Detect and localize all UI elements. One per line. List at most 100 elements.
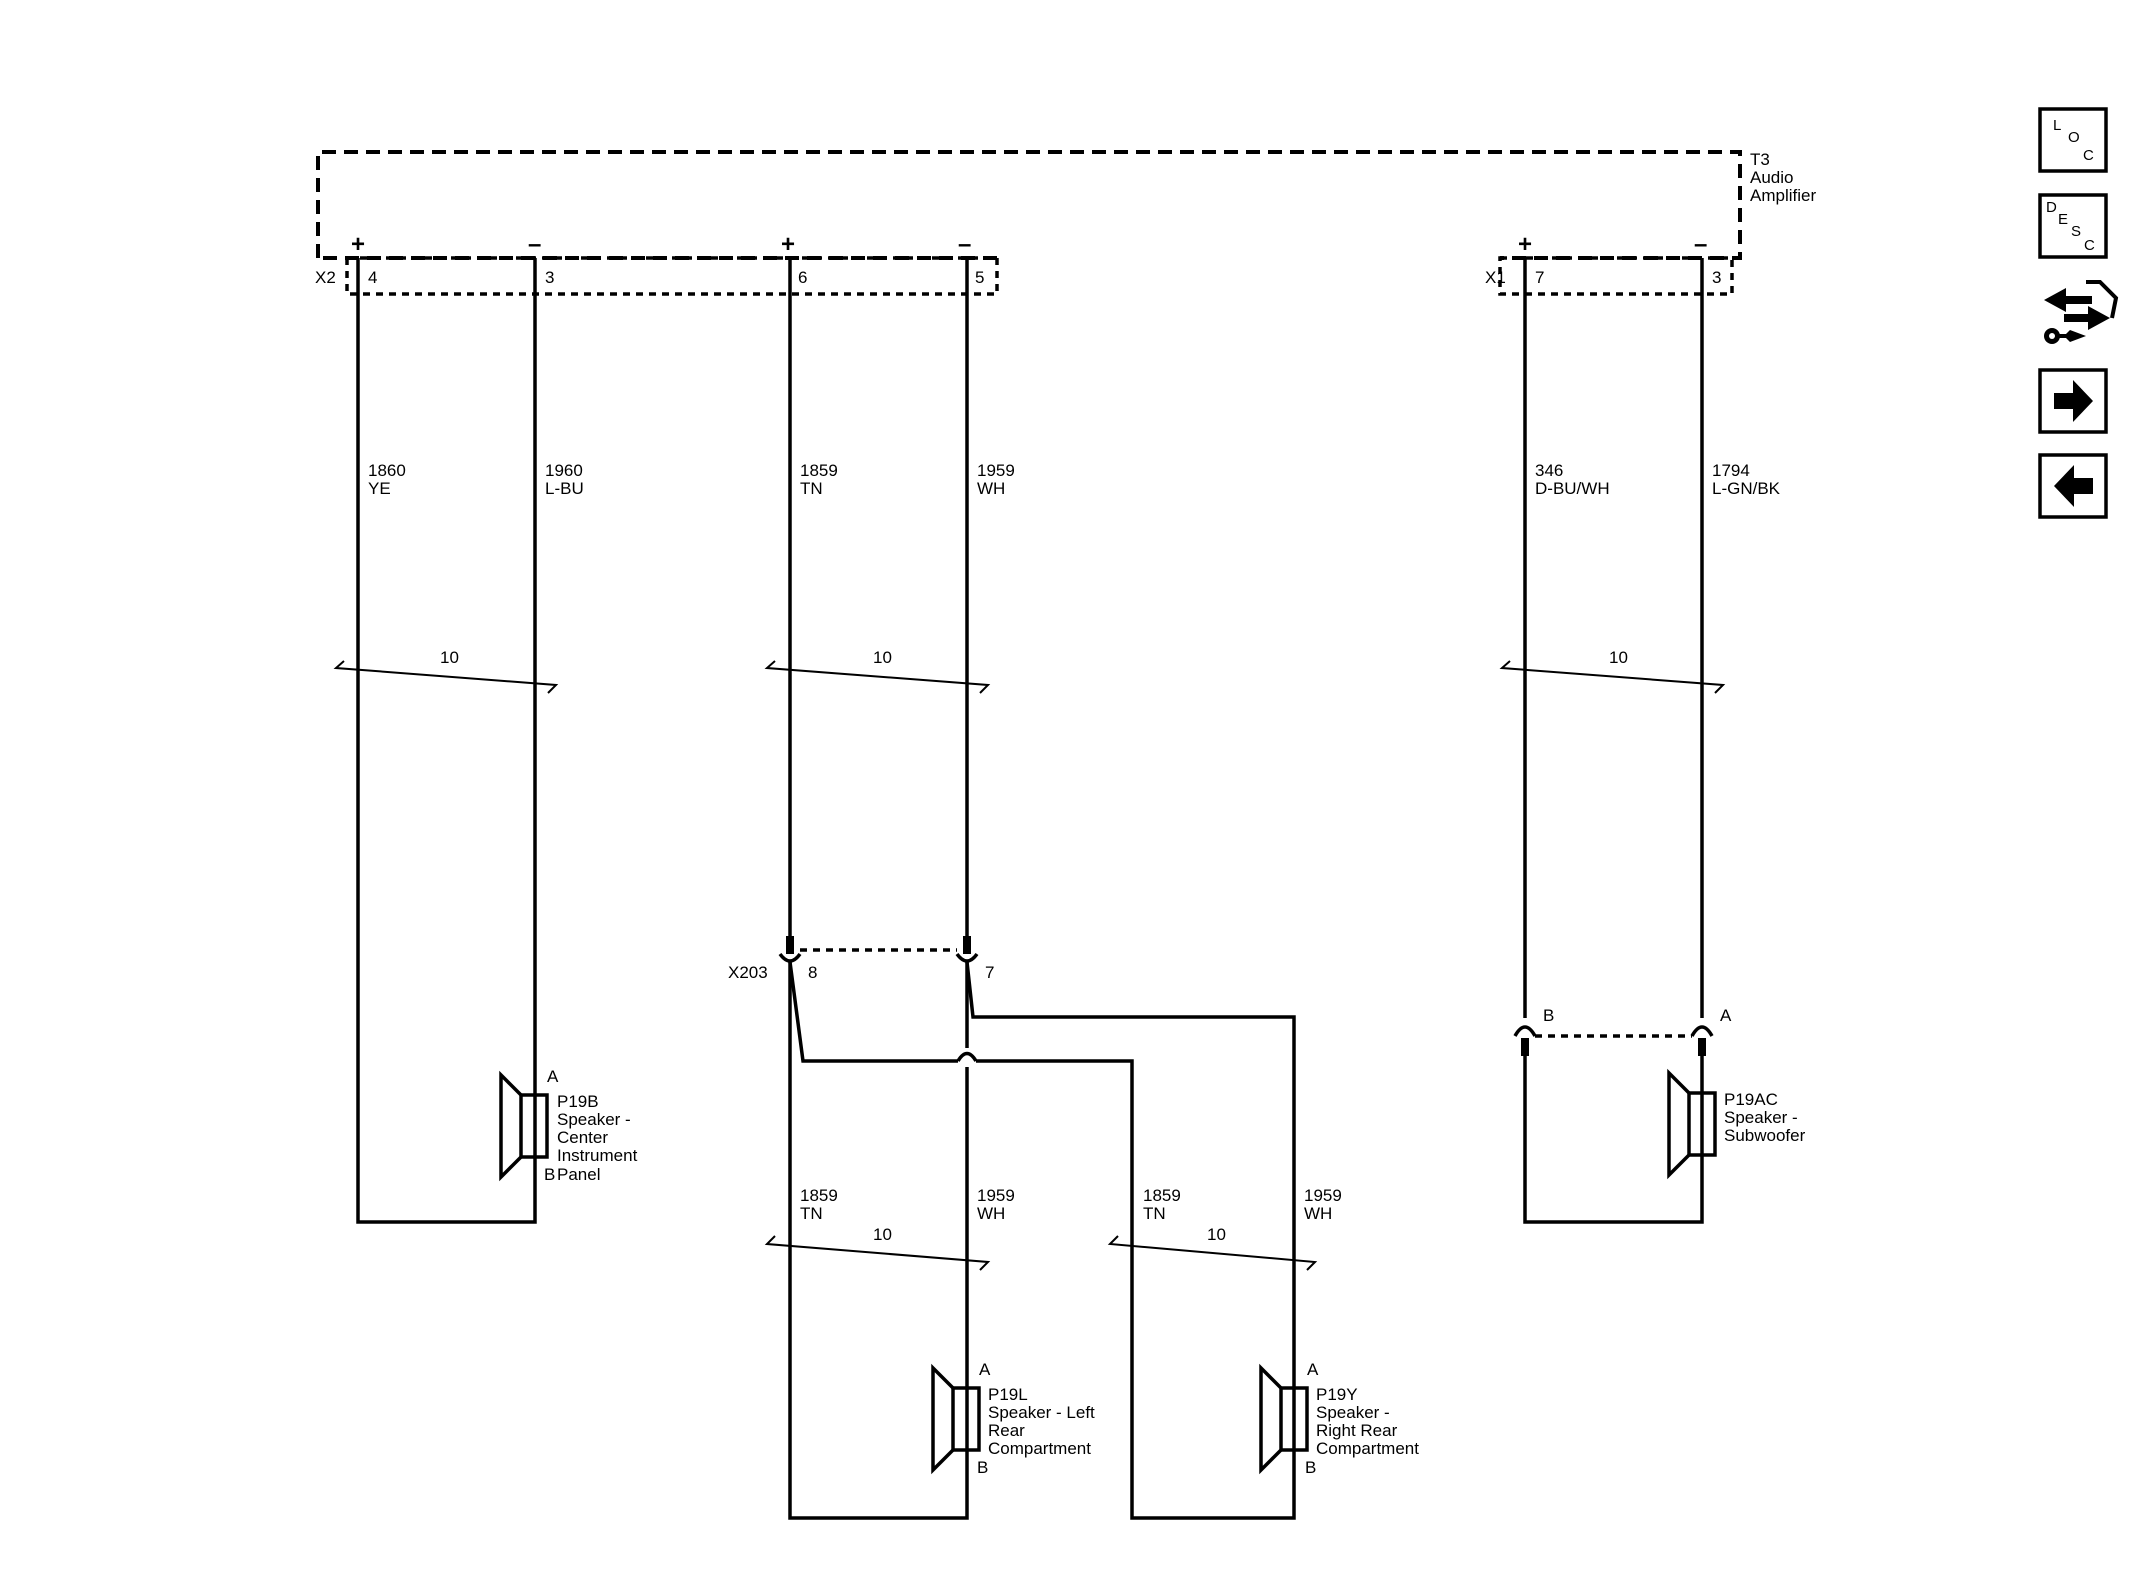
audio-amplifier-module: T3 Audio Amplifier X2 X1 bbox=[315, 150, 1816, 296]
polarity-minus-pin3: – bbox=[528, 231, 541, 258]
pin-7: 7 bbox=[1535, 268, 1544, 287]
wire-1794-circuit: 1794 bbox=[1712, 461, 1750, 480]
wire-loop-right-rear bbox=[788, 961, 1296, 1520]
connector-x203-pin8: 8 bbox=[808, 963, 817, 982]
twist-label: 10 bbox=[1207, 1225, 1226, 1244]
twisted-pair-marker bbox=[764, 1235, 991, 1271]
wire-1960-circuit: 1960 bbox=[545, 461, 583, 480]
twist-label: 10 bbox=[873, 1225, 892, 1244]
speaker-left-rear-desc2: Rear bbox=[988, 1421, 1025, 1440]
speaker-center-ref: P19B bbox=[557, 1092, 599, 1111]
next-page-button[interactable] bbox=[2038, 368, 2108, 434]
loc-letter-c: C bbox=[2083, 147, 2094, 164]
desc-letter-d: D bbox=[2046, 199, 2057, 216]
rear-speakers-circuit: 1859 TN 1959 WH 10 X203 8 7 1859 TN 1959… bbox=[728, 258, 1419, 1520]
loc-button[interactable]: L O C bbox=[2038, 107, 2108, 173]
arrow-left-icon bbox=[2054, 465, 2093, 507]
connector-x1-label: X1 bbox=[1485, 268, 1506, 287]
arrow-right-icon bbox=[2054, 380, 2093, 422]
module-name-line2: Amplifier bbox=[1750, 186, 1816, 205]
speaker-center-pin-b: B bbox=[544, 1165, 555, 1184]
wire-1859-circuit: 1859 bbox=[800, 461, 838, 480]
wire-1960-color: L-BU bbox=[545, 479, 584, 498]
wire-1859-right-circuit: 1859 bbox=[1143, 1186, 1181, 1205]
loc-icon: L O C bbox=[2053, 117, 2094, 164]
speaker-center-desc4: Panel bbox=[557, 1165, 600, 1184]
polarity-plus-pin6: + bbox=[781, 231, 795, 258]
wire-346-circuit: 346 bbox=[1535, 461, 1563, 480]
speaker-left-rear-pin-a: A bbox=[979, 1360, 991, 1379]
subwoofer-circuit: 346 D-BU/WH 1794 L-GN/BK 10 B A P19AC Sp… bbox=[1499, 258, 1806, 1224]
speaker-left-rear-pin-b: B bbox=[977, 1458, 988, 1477]
connector-subwoofer bbox=[1513, 1025, 1714, 1056]
speaker-right-rear-desc1: Speaker - bbox=[1316, 1403, 1390, 1422]
speaker-right-rear-pin-a: A bbox=[1307, 1360, 1319, 1379]
connector-x2-outline bbox=[345, 256, 999, 296]
pin-6: 6 bbox=[798, 268, 807, 287]
connector-subwoofer-pin-a: A bbox=[1720, 1006, 1732, 1025]
connector-subwoofer-pin-b: B bbox=[1543, 1006, 1554, 1025]
wire-1859-right-color: TN bbox=[1143, 1204, 1166, 1223]
polarity-plus-pin7: + bbox=[1518, 231, 1532, 258]
module-ref: T3 bbox=[1750, 150, 1770, 169]
speaker-left-rear-icon bbox=[931, 1363, 981, 1475]
twisted-pair-marker bbox=[333, 660, 559, 694]
wire-crossover bbox=[956, 1051, 978, 1062]
wire-1959-left-color: WH bbox=[977, 1204, 1005, 1223]
desc-icon: D E S C bbox=[2046, 199, 2095, 254]
speaker-center-pin-a: A bbox=[547, 1067, 559, 1086]
connector-repair-button[interactable] bbox=[2044, 280, 2119, 344]
speaker-right-rear-desc2: Right Rear bbox=[1316, 1421, 1398, 1440]
desc-letter-c: C bbox=[2084, 237, 2095, 254]
wire-1859-color: TN bbox=[800, 479, 823, 498]
wire-1859-left-circuit: 1859 bbox=[800, 1186, 838, 1205]
wire-1959-circuit: 1959 bbox=[977, 461, 1015, 480]
connector-x1-outline bbox=[1498, 256, 1734, 296]
wire-1860-circuit: 1860 bbox=[368, 461, 406, 480]
speaker-right-rear-pin-b: B bbox=[1305, 1458, 1316, 1477]
wire-1959-color: WH bbox=[977, 479, 1005, 498]
desc-button[interactable]: D E S C bbox=[2038, 193, 2108, 259]
connector-x203-label: X203 bbox=[728, 963, 768, 982]
wire-1860-color: YE bbox=[368, 479, 391, 498]
previous-page-button[interactable] bbox=[2038, 453, 2108, 519]
pin-5: 5 bbox=[975, 268, 984, 287]
twisted-pair-marker bbox=[1499, 660, 1726, 694]
speaker-right-rear-desc3: Compartment bbox=[1316, 1439, 1419, 1458]
desc-letter-s: S bbox=[2071, 223, 2081, 240]
module-name-line1: Audio bbox=[1750, 168, 1793, 187]
pin-3-x1: 3 bbox=[1712, 268, 1721, 287]
speaker-left-rear-ref: P19L bbox=[988, 1385, 1028, 1404]
center-speaker-circuit: 1860 YE 1960 L-BU 10 A B P19B Speaker - … bbox=[333, 258, 638, 1224]
connector-x203-pin7: 7 bbox=[985, 963, 994, 982]
wire-loop-center bbox=[356, 258, 537, 1224]
polarity-minus-pin5: – bbox=[958, 231, 971, 258]
twisted-pair-marker bbox=[1107, 1235, 1318, 1271]
loc-letter-o: O bbox=[2068, 129, 2080, 146]
pin-3: 3 bbox=[545, 268, 554, 287]
speaker-center-desc2: Center bbox=[557, 1128, 608, 1147]
terminal-labels: + – + – + – bbox=[351, 231, 1707, 258]
polarity-plus-pin4: + bbox=[351, 231, 365, 258]
twist-label: 10 bbox=[440, 648, 459, 667]
wire-1794-color: L-GN/BK bbox=[1712, 479, 1781, 498]
desc-letter-e: E bbox=[2058, 211, 2068, 228]
speaker-subwoofer-desc1: Speaker - bbox=[1724, 1108, 1798, 1127]
speaker-right-rear-ref: P19Y bbox=[1316, 1385, 1358, 1404]
wire-1959-left-circuit: 1959 bbox=[977, 1186, 1015, 1205]
polarity-minus-pin3-x1: – bbox=[1694, 231, 1707, 258]
wire-1959-right-circuit: 1959 bbox=[1304, 1186, 1342, 1205]
speaker-center-icon bbox=[499, 1070, 549, 1182]
speaker-subwoofer-ref: P19AC bbox=[1724, 1090, 1778, 1109]
speaker-center-desc1: Speaker - bbox=[557, 1110, 631, 1129]
pin-4: 4 bbox=[368, 268, 377, 287]
twist-label: 10 bbox=[873, 648, 892, 667]
speaker-left-rear-desc1: Speaker - Left bbox=[988, 1403, 1095, 1422]
wire-1859-left-color: TN bbox=[800, 1204, 823, 1223]
speaker-subwoofer-icon bbox=[1667, 1068, 1717, 1180]
connector-x203 bbox=[778, 936, 979, 963]
twist-label: 10 bbox=[1609, 648, 1628, 667]
nav-panel: L O C D E S C bbox=[2038, 107, 2119, 519]
wire-1959-right-color: WH bbox=[1304, 1204, 1332, 1223]
